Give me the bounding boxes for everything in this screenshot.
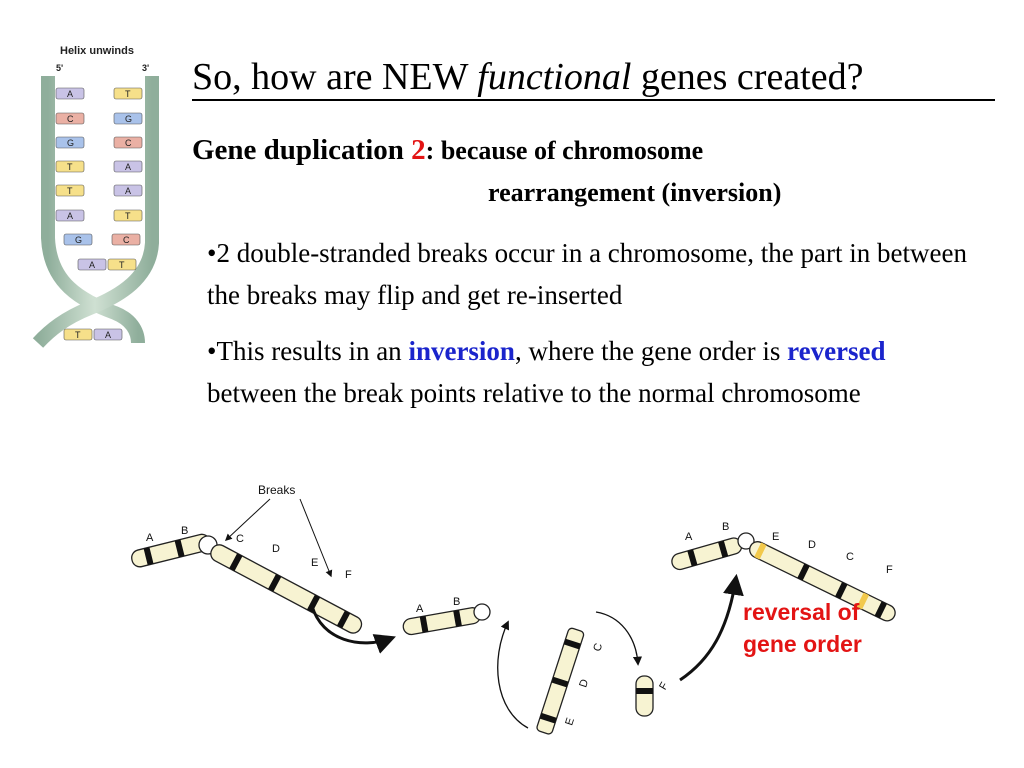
break-pointer-2 <box>299 498 333 578</box>
base-label-right-0: T <box>125 89 131 99</box>
five-prime-label: 5' <box>56 63 63 73</box>
title-part1: So, how are NEW <box>192 56 478 98</box>
chromosome-final-left-arm <box>671 537 743 571</box>
base-right-3 <box>113 160 143 173</box>
fragment-f <box>635 675 654 717</box>
gene-label-b-final: B <box>722 521 729 533</box>
fragment-ab <box>402 607 481 636</box>
arrow-segment-to-f <box>595 611 643 666</box>
gene-label-f-fragment: F <box>657 680 671 692</box>
right-strand <box>32 76 159 348</box>
base-label-left-6: G <box>75 235 82 245</box>
inversion-diagram: Breaks A B C D E F A B C D E <box>131 483 896 735</box>
base-left-0 <box>55 87 85 100</box>
three-prime-label: 3' <box>142 63 149 73</box>
base-label-right-3: A <box>125 162 131 172</box>
gene-label-c-final: C <box>846 551 854 563</box>
base-label-right-2: C <box>125 138 132 148</box>
arrow-segment-to-ab <box>497 620 529 729</box>
gene-label-f-final: F <box>886 564 893 576</box>
arrow-to-ab-fragment <box>310 605 396 654</box>
chromosome-original-left-arm <box>131 533 211 568</box>
base-right-6 <box>111 233 141 246</box>
base-label-left-1: C <box>67 114 74 124</box>
helix-title: Helix unwinds <box>60 45 134 57</box>
bullet2-post: between the break points relative to the… <box>207 378 861 408</box>
chromosome-original-right-arm <box>210 544 363 634</box>
gene-label-d-segment: D <box>577 678 591 689</box>
reversal-line2: gene order <box>743 631 862 657</box>
base-label-right-5: T <box>125 211 131 221</box>
centromere-final <box>737 532 755 550</box>
base-right-0 <box>113 87 143 100</box>
gene-label-e-segment: E <box>563 716 577 727</box>
subtitle-prefix: Gene duplication <box>192 134 412 166</box>
gene-label-d-final: D <box>808 539 816 551</box>
gene-label-e-original: E <box>311 557 318 569</box>
inversion-term: inversion <box>408 336 515 366</box>
base-right-8 <box>93 328 123 341</box>
base-right-7 <box>107 258 137 271</box>
gene-label-b-fragment: B <box>453 596 460 608</box>
gene-label-a-final: A <box>685 531 693 543</box>
reversal-caption: reversal of gene order <box>743 596 862 660</box>
base-left-6 <box>63 233 93 246</box>
base-label-left-0: A <box>67 89 73 99</box>
base-right-1 <box>113 112 143 125</box>
gene-label-e-final: E <box>772 531 779 543</box>
bullet-breaks: •2 double-stranded breaks occur in a chr… <box>207 238 967 310</box>
base-label-left-3: T <box>67 162 73 172</box>
segment-cde <box>536 627 585 735</box>
base-label-right-7: T <box>119 260 125 270</box>
gene-label-c-original: C <box>236 533 244 545</box>
base-left-1 <box>55 112 85 125</box>
subtitle-line2: rearrangement (inversion) <box>488 178 782 207</box>
base-label-right-4: A <box>125 186 131 196</box>
break-pointer-1 <box>224 498 271 541</box>
base-label-right-1: G <box>125 114 132 124</box>
left-strand <box>41 76 145 344</box>
subtitle-number: 2 <box>411 134 426 166</box>
arrow-to-final <box>679 573 744 682</box>
gene-label-f-original: F <box>345 569 352 581</box>
subtitle-suffix: : because of chromosome <box>425 136 704 165</box>
dna-helix-illustration: Helix unwinds 5' 3' A T C G G C T A T A A T G C A T T A <box>32 45 159 348</box>
base-label-left-4: T <box>67 186 73 196</box>
reversed-term: reversed <box>787 336 886 366</box>
bullet2-pre: •This results in an <box>207 336 409 366</box>
base-right-2 <box>113 136 143 149</box>
breaks-label: Breaks <box>258 483 295 497</box>
base-left-4 <box>55 184 85 197</box>
title-italic: functional <box>477 56 632 98</box>
base-left-8 <box>63 328 93 341</box>
gene-label-c-segment: C <box>591 642 605 653</box>
subtitle-line1: Gene duplication 2: because of chromosom… <box>192 132 703 169</box>
base-right-5 <box>113 209 143 222</box>
base-left-7 <box>77 258 107 271</box>
base-left-2 <box>55 136 85 149</box>
base-right-4 <box>113 184 143 197</box>
gene-label-d-original: D <box>272 543 280 555</box>
base-label-left-2: G <box>67 138 74 148</box>
title-underline <box>192 99 995 101</box>
centromere-fragment <box>473 603 491 621</box>
base-label-left-8: T <box>75 330 81 340</box>
chromosome-final-right-arm <box>749 541 896 622</box>
base-label-left-7: A <box>89 260 95 270</box>
page-title: So, how are NEW functional genes created… <box>192 54 863 100</box>
gene-label-a-original: A <box>146 532 154 544</box>
bullet2-mid: , where the gene order is <box>514 336 788 366</box>
base-left-3 <box>55 160 85 173</box>
base-label-right-8: A <box>105 330 111 340</box>
base-label-left-5: A <box>67 211 73 221</box>
gene-label-b-original: B <box>181 525 188 537</box>
gene-label-a-fragment: A <box>416 603 424 615</box>
base-left-5 <box>55 209 85 222</box>
title-part2: genes created? <box>631 56 864 98</box>
bullet-inversion: •This results in an inversion, where the… <box>207 330 977 414</box>
base-label-right-6: C <box>123 235 130 245</box>
reversal-line1: reversal of <box>743 599 860 625</box>
